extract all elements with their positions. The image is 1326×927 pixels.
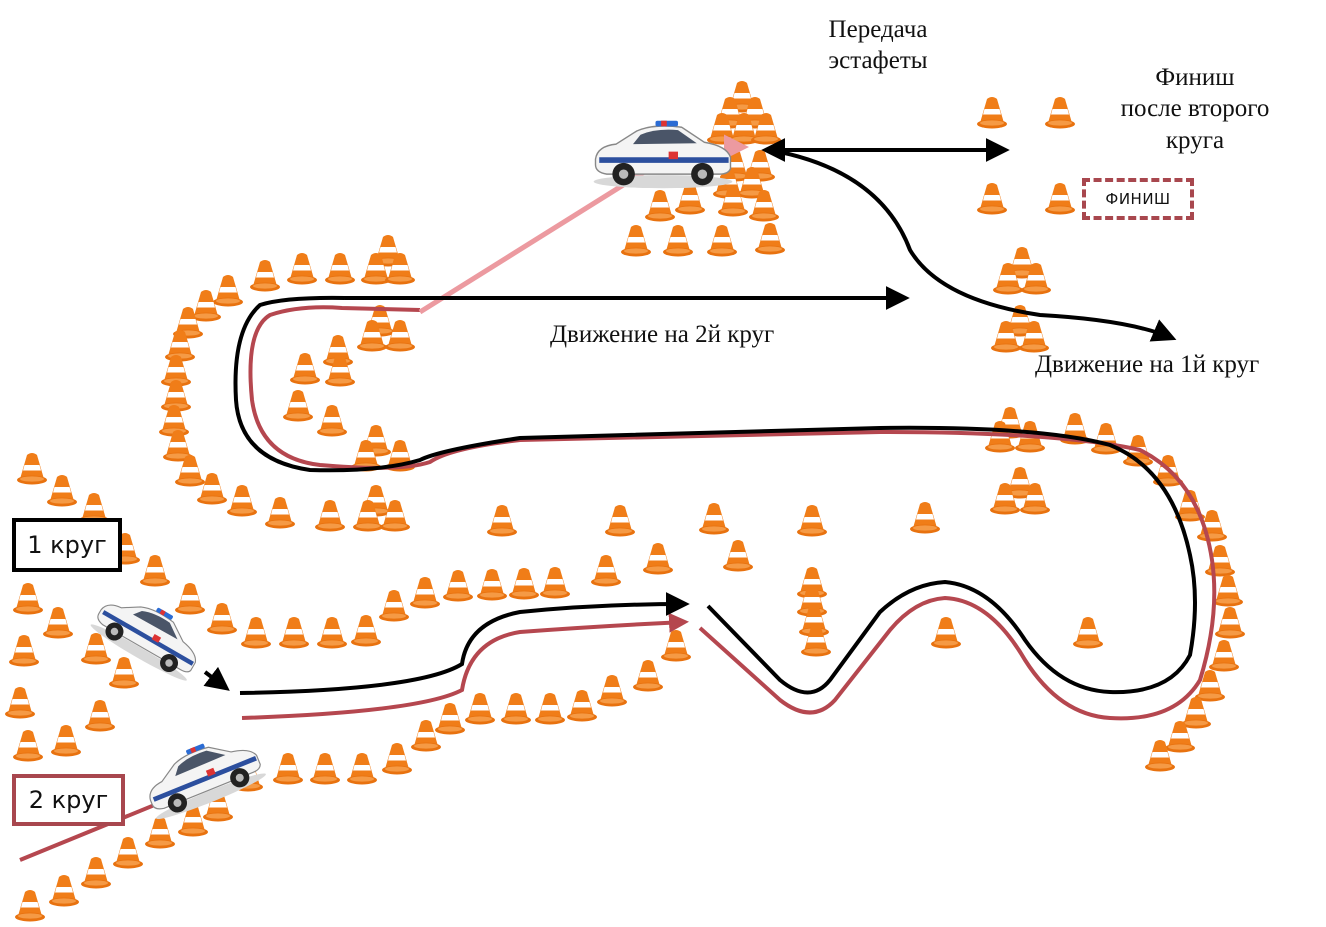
traffic-cone-icon — [290, 353, 320, 385]
traffic-cone-icon — [977, 183, 1007, 215]
traffic-cone-icon — [591, 555, 621, 587]
traffic-cone-icon — [501, 693, 531, 725]
traffic-cone-icon — [17, 453, 47, 485]
finish-label-line2: после второго — [1120, 95, 1270, 123]
traffic-cone-icon — [621, 225, 651, 257]
traffic-cone-icon — [113, 837, 143, 869]
relay-label-line1: Передача — [828, 16, 928, 43]
police-car-icon — [136, 725, 269, 825]
traffic-cone-icon — [213, 275, 243, 307]
relay-label: Передача эстафеты — [790, 14, 966, 77]
lap2-move-label: Движение на 2й круг — [550, 321, 775, 348]
traffic-cone-icon — [175, 583, 205, 615]
lap1-path-loop — [233, 295, 1197, 695]
finish-sign: ФИНИШ — [1082, 178, 1194, 220]
traffic-cone-icon — [191, 290, 221, 322]
traffic-cone-icon — [85, 700, 115, 732]
traffic-cone-icon — [1213, 575, 1243, 607]
traffic-cone-icon — [379, 590, 409, 622]
traffic-cone-icon — [443, 570, 473, 602]
traffic-cone-icon — [435, 703, 465, 735]
traffic-cone-icon — [540, 567, 570, 599]
traffic-cone-icon — [797, 505, 827, 537]
traffic-cone-icon — [977, 97, 1007, 129]
lap1-direction-arrow — [769, 148, 1177, 342]
lap1-path — [239, 592, 690, 695]
traffic-cone-icon — [487, 505, 517, 537]
relay-label-line2: эстафеты — [828, 47, 928, 75]
traffic-cone-icon — [1045, 183, 1075, 215]
traffic-cone-icon — [1181, 697, 1211, 729]
traffic-cone-icon — [287, 253, 317, 285]
traffic-cone-icon — [382, 743, 412, 775]
traffic-cone-icon — [477, 569, 507, 601]
traffic-cone-icon — [43, 607, 73, 639]
traffic-cone-icon — [279, 617, 309, 649]
traffic-cone-icon — [317, 405, 347, 437]
traffic-cone-icon — [1209, 640, 1239, 672]
finish-label-line3: круга — [1165, 126, 1225, 154]
traffic-cone-icon — [283, 390, 313, 422]
lap1-car-arrow — [203, 666, 230, 691]
lap2-path-loop — [248, 305, 1217, 721]
traffic-cone-icon — [351, 615, 381, 647]
traffic-cone-icon — [633, 660, 663, 692]
traffic-cone-icon — [567, 690, 597, 722]
traffic-cone-icon — [645, 190, 675, 222]
police-car-icon — [592, 119, 734, 189]
traffic-cone-icon — [1073, 617, 1103, 649]
traffic-cone-icon — [265, 497, 295, 529]
traffic-cone-icon — [535, 693, 565, 725]
traffic-cone-icon — [250, 260, 280, 292]
traffic-cone-icon — [49, 875, 79, 907]
finish-label-line1: Финиш — [1155, 64, 1235, 91]
traffic-cone-icon — [81, 857, 111, 889]
traffic-cone-icon — [931, 617, 961, 649]
traffic-cone-icon — [597, 675, 627, 707]
traffic-cone-icon — [910, 502, 940, 534]
traffic-cone-icon — [241, 617, 271, 649]
traffic-cone-icon — [51, 725, 81, 757]
traffic-cone-icon — [509, 568, 539, 600]
traffic-cone-icon — [411, 720, 441, 752]
traffic-cone-icon — [723, 540, 753, 572]
traffic-cone-icon — [5, 687, 35, 719]
traffic-cone-icon — [661, 630, 691, 662]
traffic-cone-icon — [227, 485, 257, 517]
traffic-cone-icon — [140, 555, 170, 587]
traffic-cone-icon — [699, 503, 729, 535]
traffic-cone-icon — [13, 583, 43, 615]
relay-path — [418, 147, 744, 315]
traffic-cone-icon — [9, 635, 39, 667]
traffic-cone-icon — [663, 225, 693, 257]
lap1-move-label: Движение на 1й круг — [1035, 351, 1260, 378]
traffic-cone-icon — [317, 617, 347, 649]
traffic-cone-icon — [643, 543, 673, 575]
traffic-cone-icon — [707, 225, 737, 257]
traffic-cone-icon — [315, 500, 345, 532]
traffic-cone-icon — [13, 730, 43, 762]
traffic-cone-icon — [410, 577, 440, 609]
traffic-cone-icon — [109, 657, 139, 689]
traffic-cone-icon — [605, 505, 635, 537]
lap1-box: 1 круг — [12, 518, 122, 572]
traffic-cone-icon — [755, 223, 785, 255]
traffic-cone-icon — [273, 753, 303, 785]
traffic-cone-icon — [47, 475, 77, 507]
traffic-cone-icon — [1045, 97, 1075, 129]
traffic-cone-icon — [1215, 607, 1245, 639]
traffic-cone-icon — [465, 693, 495, 725]
lap2-box: 2 круг — [12, 774, 125, 826]
traffic-cone-icon — [325, 253, 355, 285]
traffic-cone-icon — [145, 817, 175, 849]
traffic-cone-icon — [197, 473, 227, 505]
finish-label: Финиш после второго круга — [1090, 62, 1300, 156]
traffic-cone-icon — [207, 603, 237, 635]
traffic-cone-icon — [347, 753, 377, 785]
traffic-cone-icon — [15, 890, 45, 922]
traffic-cone-icon — [310, 753, 340, 785]
